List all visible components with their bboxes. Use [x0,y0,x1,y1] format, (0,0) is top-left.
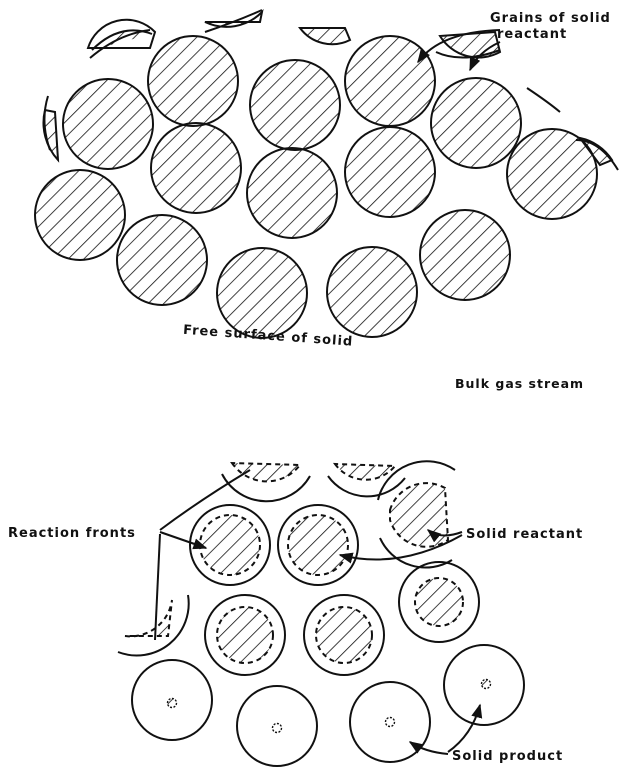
grain [35,170,125,260]
label-reaction-fronts: Reaction fronts [8,526,136,541]
grain [247,148,337,238]
partially-reacted-grain [399,562,479,642]
grain [63,79,153,169]
grain-fragment [300,28,350,44]
grain-fragment [335,464,395,480]
unreacted-core [415,578,463,626]
partially-reacted-grain [304,595,384,675]
residual-core [386,718,395,727]
label-grains-line1: Grains of solid [490,11,611,26]
partially-reacted-grain [378,461,455,567]
unreacted-core [217,607,273,663]
unreacted-core [316,607,372,663]
grain [345,127,435,217]
grain [250,60,340,150]
partially-reacted-grain [278,505,358,585]
grain [345,36,435,126]
leader-solid-product-2 [448,705,480,752]
grain [151,123,241,213]
grain [420,210,510,300]
fully-reacted-grain [132,660,212,740]
grain-outline-fragment [527,88,560,112]
residual-core [273,724,282,733]
unreacted-core [390,483,448,547]
partially-reacted-grain [205,595,285,675]
grain-shell-fragment [118,595,189,655]
grain [117,215,207,305]
grain [431,78,521,168]
bottom-labels: Reaction fronts Solid reactant Solid pro… [8,470,583,764]
fully-reacted-grain [444,645,524,725]
unreacted-core [288,515,348,575]
label-grains-line2: reactant [497,27,567,42]
grain [327,247,417,337]
residual-core [168,699,177,708]
label-bulk-gas: Bulk gas stream [455,376,584,391]
fully-reacted-grain [237,686,317,766]
fully-reacted-grain [350,682,430,762]
grain-fragment [125,600,172,636]
residual-core [482,680,491,689]
grain [217,248,307,338]
unreacted-core [200,515,260,575]
label-solid-reactant: Solid reactant [466,527,583,542]
partially-reacted-grain [190,505,270,585]
unreacted-grains-panel [35,36,597,338]
leader-reaction-front-2 [160,532,206,548]
reacted-grains-panel [118,461,524,766]
grain-fragment [232,463,300,481]
label-solid-product: Solid product [452,749,563,764]
grain [148,36,238,126]
